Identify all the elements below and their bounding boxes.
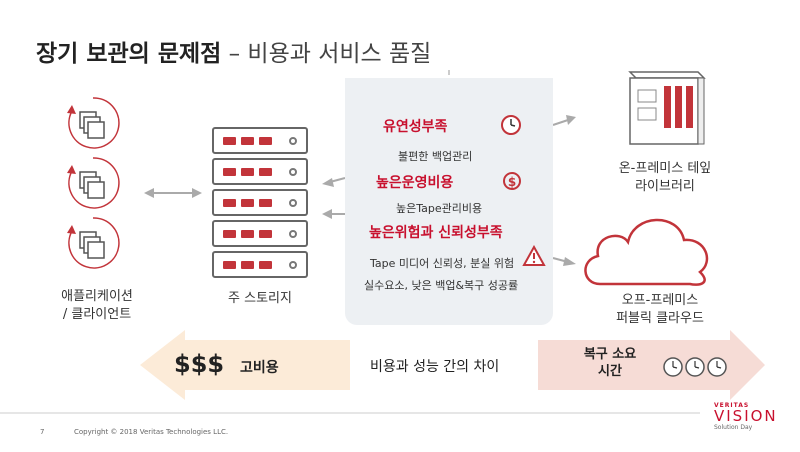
recovery-line2: 시간 xyxy=(598,364,622,379)
tape-library-label: 온-프레미스 테잎 라이브러리 xyxy=(590,160,740,196)
cloud-label: 오프-프레미스 퍼블릭 클라우드 xyxy=(590,292,730,328)
page-number: 7 xyxy=(40,428,45,436)
brand-sub: Solution Day xyxy=(714,424,753,431)
problem-detail-2: 높은Tape관리비용 xyxy=(396,202,483,215)
app-cycle-icon xyxy=(67,97,120,149)
cloud-label-line1: 오프-프레미스 xyxy=(621,293,699,308)
panel-to-cloud-arrow xyxy=(563,257,576,266)
panel-to-storage-arrow-1 xyxy=(322,178,334,187)
cloud-icon xyxy=(584,218,709,286)
cloud-label-line2: 퍼블릭 클라우드 xyxy=(616,311,704,326)
problem-heading-2: 높은운영비용 xyxy=(376,175,454,191)
recovery-label: 복구 소요 시간 xyxy=(565,346,655,380)
server-unit xyxy=(212,158,308,185)
dollar-circle-icon: $ xyxy=(503,172,521,190)
server-unit xyxy=(212,220,308,247)
tape-library-icon xyxy=(628,71,706,145)
brand-main: VISION xyxy=(714,407,778,425)
server-unit xyxy=(212,189,308,216)
problem-extra: 실수요소, 낮은 백업&복구 성공률 xyxy=(364,279,519,292)
problem-detail-3: Tape 미디어 신뢰성, 분실 위험 xyxy=(370,257,515,270)
cost-label: 고비용 xyxy=(240,360,279,376)
app-client-label: 애플리케이션 / 클라이언트 xyxy=(42,288,152,324)
cost-symbol: $$$ xyxy=(174,350,225,378)
recovery-line1: 복구 소요 xyxy=(583,347,637,362)
app-icon-3 xyxy=(62,212,124,274)
slide-title: 장기 보관의 문제점 – 비용과 서비스 품질 xyxy=(36,34,431,68)
app-icon-1 xyxy=(62,92,124,154)
title-separator: – xyxy=(221,41,248,67)
cost-arrow-shape xyxy=(140,330,350,400)
server-unit xyxy=(212,127,308,154)
tape-label-line1: 온-프레미스 테잎 xyxy=(618,161,712,176)
problem-detail-1: 불편한 백업관리 xyxy=(398,150,473,163)
app-icon-2 xyxy=(62,152,124,214)
clock-icon xyxy=(501,115,521,135)
svg-text:$: $ xyxy=(508,175,516,189)
server-unit xyxy=(212,251,308,278)
recovery-arrow-shape xyxy=(538,330,765,400)
clocks-icon xyxy=(663,357,727,377)
problem-heading-3: 높은위험과 신뢰성부족 xyxy=(369,225,503,241)
brand-top: VERITAS xyxy=(714,402,750,409)
app-cycle-icon xyxy=(67,217,120,269)
gap-label: 비용과 성능 간의 차이 xyxy=(370,359,500,375)
title-main: 장기 보관의 문제점 xyxy=(36,41,222,67)
warning-icon xyxy=(522,245,546,266)
tape-label-line2: 라이브러리 xyxy=(635,179,695,194)
app-label-line1: 애플리케이션 xyxy=(61,289,133,304)
app-cycle-icon xyxy=(67,157,120,209)
panel-to-storage-arrow-2 xyxy=(322,209,332,219)
panel-to-tape-arrow xyxy=(566,115,576,125)
app-label-line2: / 클라이언트 xyxy=(62,307,132,322)
storage-label: 주 스토리지 xyxy=(228,291,292,306)
title-subtitle: 비용과 서비스 품질 xyxy=(247,41,432,67)
vision-logo: VERITAS VISION Solution Day xyxy=(714,402,778,431)
copyright: Copyright © 2018 Veritas Technologies LL… xyxy=(74,428,229,436)
problem-heading-1: 유연성부족 xyxy=(383,119,448,135)
